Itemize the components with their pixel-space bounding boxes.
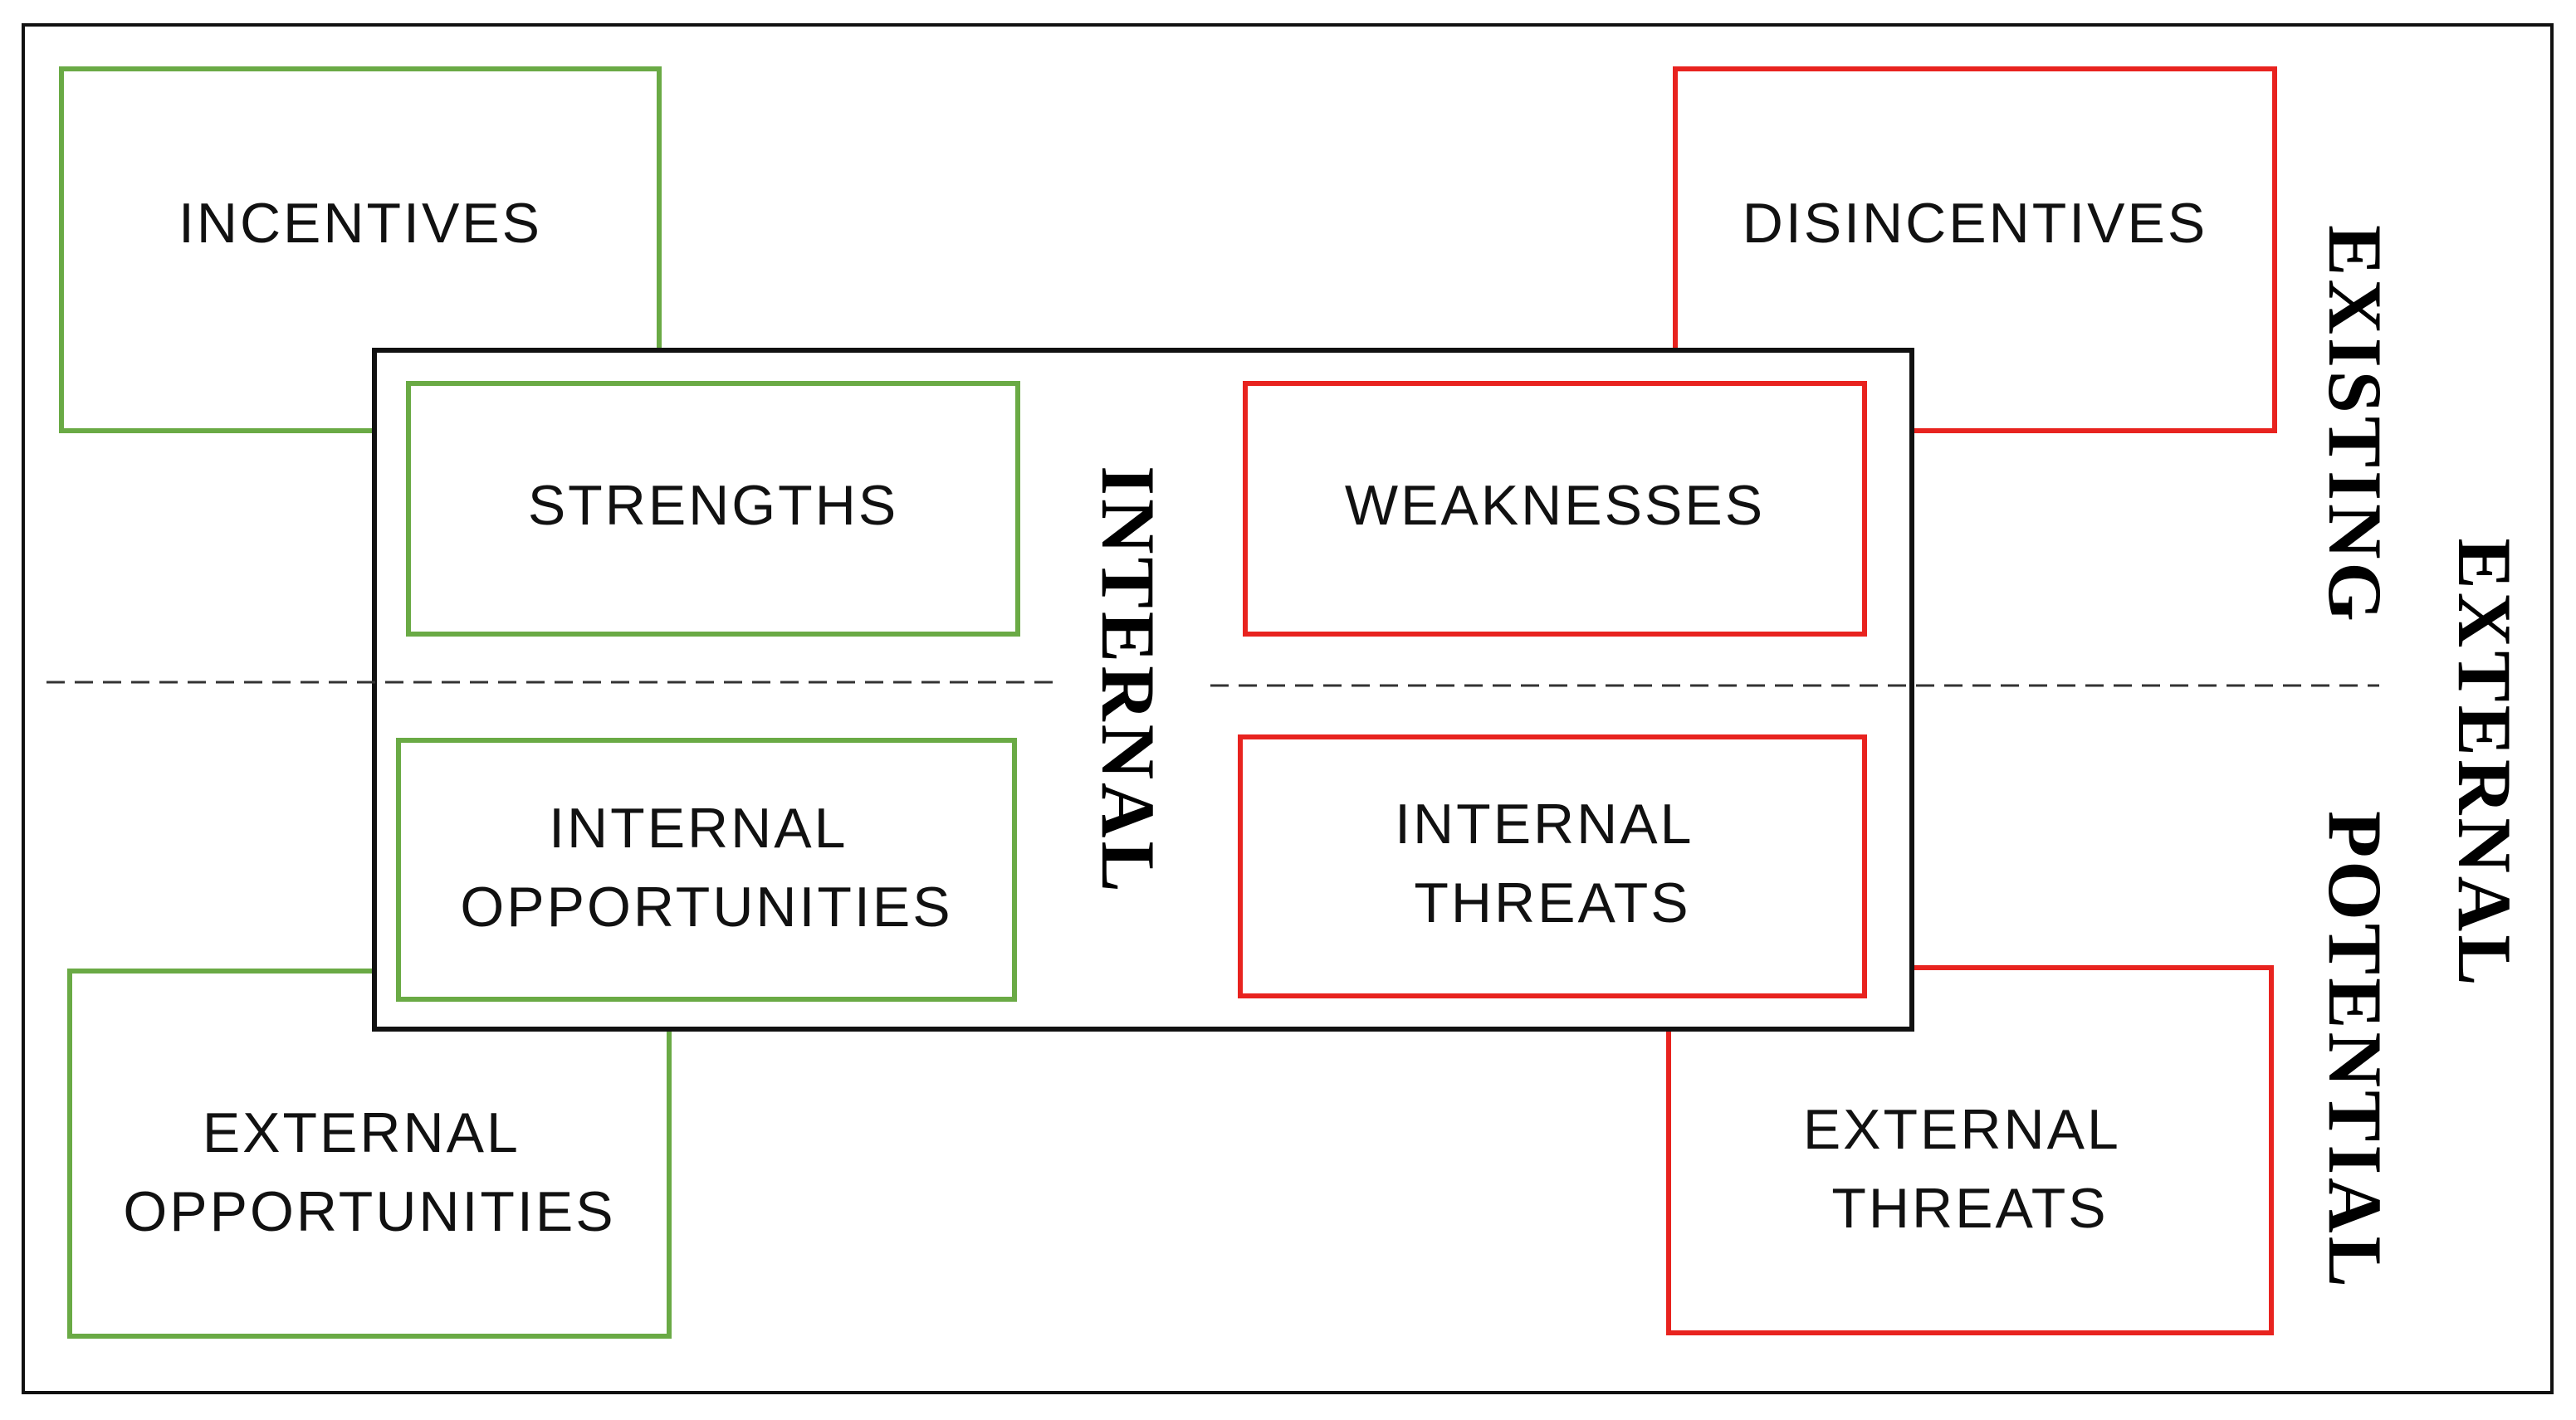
external-side-label: EXTERNAL [2442, 538, 2527, 988]
external-opportunities-label-line1: EXTERNAL [203, 1101, 518, 1164]
internal-side-label: INTERNAL [1086, 466, 1171, 895]
internal-opportunities-box [396, 738, 1017, 1002]
internal-opportunities-label: INTERNAL OPPORTUNITIES [460, 797, 952, 939]
incentives-label: INCENTIVES [178, 192, 542, 255]
disincentives-label-line: DISINCENTIVES [1743, 192, 2207, 255]
disincentives-label: DISINCENTIVES [1743, 192, 2207, 255]
existing-side-label: EXISTING [2313, 225, 2398, 625]
strengths-box [406, 381, 1020, 637]
potential-side-label: POTENTIAL [2313, 811, 2398, 1291]
strengths-label-line: STRENGTHS [528, 474, 898, 537]
weaknesses-label-line: WEAKNESSES [1345, 474, 1765, 537]
weaknesses-box [1243, 381, 1867, 637]
outer-frame [22, 23, 2554, 1394]
internal-opportunities-label-line2: OPPORTUNITIES [460, 876, 952, 939]
strengths-label: STRENGTHS [528, 474, 898, 537]
incentives-label-line: INCENTIVES [178, 192, 542, 255]
weaknesses-label: WEAKNESSES [1345, 474, 1765, 537]
internal-threats-label-line2: THREATS [1414, 871, 1690, 934]
external-threats-label: EXTERNAL THREATS [1803, 1098, 2137, 1240]
internal-threats-label: INTERNAL THREATS [1395, 793, 1710, 934]
internal-opportunities-label-line1: INTERNAL [549, 797, 846, 860]
external-threats-label-line1: EXTERNAL [1803, 1098, 2119, 1161]
external-opportunities-label: EXTERNAL OPPORTUNITIES [123, 1101, 615, 1243]
internal-threats-label-line1: INTERNAL [1395, 793, 1692, 856]
external-opportunities-box [67, 969, 672, 1339]
external-threats-label-line2: THREATS [1831, 1177, 2108, 1240]
external-opportunities-label-line2: OPPORTUNITIES [123, 1180, 615, 1243]
internal-threats-box [1238, 734, 1867, 998]
